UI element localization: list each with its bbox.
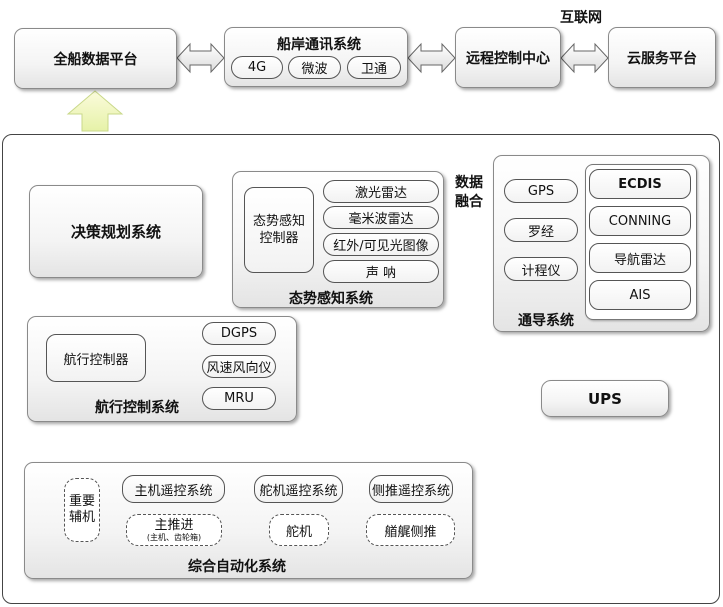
comm-option-microwave: 微波 xyxy=(288,56,341,79)
sensor-ir-visible-image: 红外/可见光图像 xyxy=(323,233,439,256)
arrow-remote-cloud xyxy=(560,42,609,74)
sensor-lidar: 激光雷达 xyxy=(323,180,439,203)
situation-controller-label: 态势感知控制器 xyxy=(252,214,305,246)
ship-shore-comm-box: 船岸通讯系统 4G 微波 卫通 xyxy=(224,27,408,87)
main-engine-remote: 主机遥控系统 xyxy=(122,475,225,503)
remote-control-center-label: 远程控制中心 xyxy=(466,50,550,67)
steering-remote: 舵机遥控系统 xyxy=(254,475,343,503)
arrow-platform-comm xyxy=(176,42,225,74)
automation-title: 综合自动化系统 xyxy=(188,559,286,575)
nav-anemometer: 风速风向仪 xyxy=(202,355,276,378)
nav-controller: 航行控制器 xyxy=(46,334,146,382)
sensor-mmwave-radar: 毫米波雷达 xyxy=(323,206,439,229)
nav-mru: MRU xyxy=(202,387,276,410)
nav-right-group: ECDIS CONNING 导航雷达 AIS xyxy=(585,164,697,320)
nav-dgps: DGPS xyxy=(202,322,276,345)
nav-control-title: 航行控制系统 xyxy=(95,400,179,416)
ship-shore-comm-title: 船岸通讯系统 xyxy=(277,37,361,53)
decision-planning-label: 决策规划系统 xyxy=(70,223,161,241)
arrow-comm-remote xyxy=(407,42,456,74)
main-propulsion-note: (主机、齿轮箱) xyxy=(146,532,202,542)
decision-planning-box: 决策规划系统 xyxy=(29,185,203,278)
remote-control-center-box: 远程控制中心 xyxy=(455,27,561,88)
important-aux: 重要辅机 xyxy=(64,478,100,542)
side-thrust-remote: 侧推遥控系统 xyxy=(369,475,453,503)
main-propulsion-label: 主推进 xyxy=(154,517,194,533)
ship-data-platform-box: 全船数据平台 xyxy=(14,28,177,89)
ups-box: UPS xyxy=(541,380,669,417)
steering-gear-label: 舵机 xyxy=(285,524,312,540)
comm-option-satellite: 卫通 xyxy=(347,56,401,79)
situation-awareness-box: 态势感知控制器 激光雷达 毫米波雷达 红外/可见光图像 声 呐 态势感知系统 xyxy=(232,171,444,308)
ship-data-platform-label: 全船数据平台 xyxy=(53,51,138,68)
cloud-platform-label: 云服务平台 xyxy=(627,50,697,67)
internet-label: 互联网 xyxy=(560,10,602,26)
bow-stern-thrust: 艏艉侧推 xyxy=(366,514,455,546)
nav-gps: GPS xyxy=(504,179,578,203)
nav-conning: CONNING xyxy=(589,206,691,236)
data-fusion-label: 数据融合 xyxy=(451,174,487,212)
bow-stern-thrust-label: 艏艉侧推 xyxy=(384,524,437,540)
sensor-sonar: 声 呐 xyxy=(323,260,439,283)
navigation-system-title: 通导系统 xyxy=(518,313,574,329)
situation-controller: 态势感知控制器 xyxy=(244,187,314,273)
steering-gear: 舵机 xyxy=(269,514,329,546)
navigation-system-box: GPS 罗经 计程仪 ECDIS CONNING 导航雷达 AIS 通导系统 xyxy=(493,155,710,332)
ups-label: UPS xyxy=(588,389,622,408)
automation-box: 重要辅机 主机遥控系统 主推进 (主机、齿轮箱) 舵机遥控系统 舵机 侧推遥控系… xyxy=(24,462,473,579)
nav-compass: 罗经 xyxy=(504,218,578,242)
nav-radar: 导航雷达 xyxy=(589,243,691,273)
nav-control-box: 航行控制器 DGPS 风速风向仪 MRU 航行控制系统 xyxy=(27,316,297,422)
data-fusion-text: 数据融合 xyxy=(455,175,483,210)
important-aux-label: 重要辅机 xyxy=(69,494,96,525)
nav-ecdis: ECDIS xyxy=(589,169,691,199)
nav-ais: AIS xyxy=(589,280,691,310)
arrow-up-to-platform xyxy=(66,90,124,132)
nav-log: 计程仪 xyxy=(504,257,578,281)
main-propulsion: 主推进 (主机、齿轮箱) xyxy=(126,514,222,546)
cloud-platform-box: 云服务平台 xyxy=(608,27,716,88)
comm-option-4g: 4G xyxy=(231,56,283,79)
situation-awareness-title: 态势感知系统 xyxy=(289,291,373,307)
